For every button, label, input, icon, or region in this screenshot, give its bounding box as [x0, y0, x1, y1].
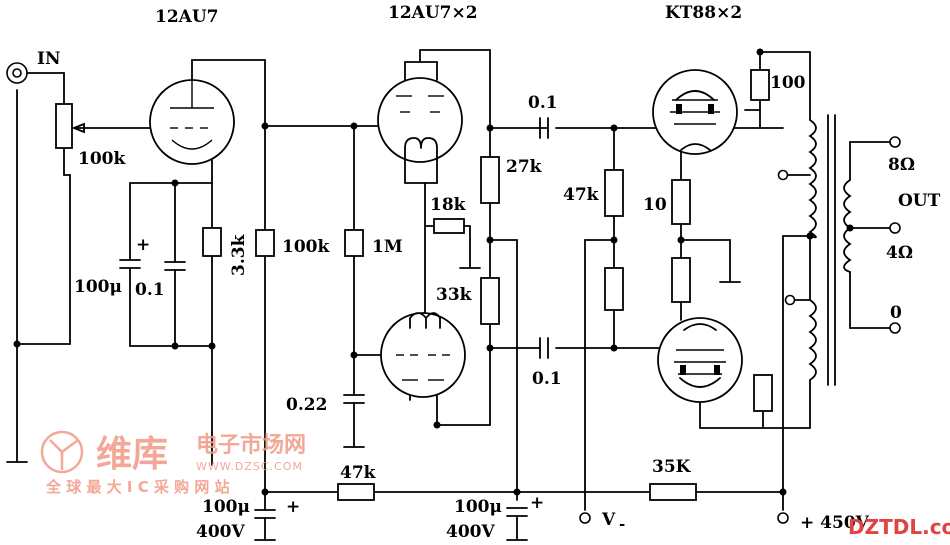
- label-10-top: 10: [643, 195, 667, 215]
- label-0-1-couple-bottom: 0.1: [532, 369, 562, 389]
- capacitors: [119, 117, 549, 541]
- label-400v-mid: 400V: [446, 522, 495, 542]
- label-plus-cathode: +: [136, 235, 150, 255]
- tap-0-label: 0: [890, 303, 902, 323]
- terminal-0: [889, 322, 901, 334]
- resistor-33k: [480, 277, 500, 325]
- driver-tube-lower: [380, 312, 466, 398]
- label-100u-mid: 100μ: [454, 497, 502, 517]
- label-100-top: 100: [770, 73, 806, 93]
- resistor-3-3k: [202, 227, 222, 257]
- tap-4ohm-label: 4Ω: [886, 243, 913, 263]
- terminal-b-plus: [777, 512, 789, 524]
- resistor-100-top: [750, 69, 770, 101]
- watermark-subtitle: 全 球 最 大 I C 采 购 网 站: [45, 478, 230, 496]
- resistor-18k: [433, 218, 465, 234]
- terminal-4ohm: [889, 222, 901, 234]
- terminals: [579, 136, 901, 524]
- label-1m: 1M: [372, 237, 403, 257]
- tube-label-driver: 12AU7×2: [388, 3, 478, 23]
- resistor-47k-supply: [337, 483, 375, 501]
- port-out-label: OUT: [898, 191, 941, 211]
- watermark: 维库 电子市场网 WWW.DZSC.COM 全 球 最 大 I C 采 购 网 …: [40, 430, 306, 496]
- label-33k: 33k: [436, 285, 473, 305]
- input-jack[interactable]: [6, 62, 28, 84]
- resistor-10-top: [671, 179, 691, 225]
- label-b-plus: + 450V: [800, 513, 870, 533]
- label-v-minus-sub: -: [619, 515, 625, 533]
- tube-label-input: 12AU7: [155, 7, 219, 27]
- tap-8ohm-label: 8Ω: [888, 155, 915, 175]
- terminal-v-minus: [579, 512, 591, 524]
- label-0-1-cathode: 0.1: [135, 280, 165, 300]
- junction-dots: [13, 48, 854, 496]
- site-watermark: DZTDL.com: [848, 515, 950, 539]
- label-plus-left: +: [286, 497, 300, 517]
- resistor-10-bottom: [671, 257, 691, 303]
- resistor-47k-bottom: [604, 267, 624, 311]
- watermark-tagline: 电子市场网: [196, 432, 306, 458]
- output-tube-upper: [652, 69, 738, 155]
- tube-label-output: KT88×2: [665, 3, 742, 23]
- label-0-22: 0.22: [286, 395, 327, 415]
- label-plus-mid: +: [530, 493, 544, 513]
- resistor-100-bottom: [753, 374, 773, 412]
- label-100u-cathode: 100μ: [74, 277, 122, 297]
- resistor-27k: [480, 156, 500, 204]
- label-100k-volume: 100k: [78, 149, 126, 169]
- label-0-1-couple-top: 0.1: [528, 93, 558, 113]
- label-v-minus: V: [601, 510, 616, 530]
- resistors: [55, 69, 773, 501]
- output-tube-lower: [657, 317, 743, 403]
- terminal-tap-a: [777, 169, 789, 181]
- volume-pot: [55, 103, 73, 149]
- label-18k: 18k: [430, 195, 467, 215]
- resistor-35k: [649, 483, 697, 501]
- label-400v-left: 400V: [196, 522, 245, 542]
- resistor-47k-top: [604, 169, 624, 217]
- label-100u-left: 100μ: [202, 497, 250, 517]
- label-100k-plate: 100k: [282, 237, 330, 257]
- driver-tube-upper: [377, 77, 463, 163]
- output-transformer: [808, 114, 852, 386]
- resistor-1m: [344, 229, 364, 257]
- label-3-3k: 3.3k: [229, 233, 249, 276]
- input-tube: [149, 79, 235, 165]
- terminal-8ohm: [889, 136, 901, 148]
- label-27k: 27k: [506, 157, 543, 177]
- watermark-logo-icon: [40, 430, 84, 474]
- labels: 12AU7 12AU7×2 KT88×2 IN OUT 8Ω 4Ω 0 100k…: [37, 3, 950, 542]
- watermark-url: WWW.DZSC.COM: [196, 460, 303, 473]
- port-in-label: IN: [37, 49, 61, 69]
- label-35k: 35K: [652, 457, 692, 477]
- watermark-brand: 维库: [96, 434, 168, 475]
- terminal-tap-b: [784, 294, 796, 306]
- label-47k-supply: 47k: [340, 463, 377, 483]
- resistor-100k-plate: [255, 229, 275, 257]
- label-47k-top: 47k: [563, 185, 600, 205]
- wiring: [6, 49, 891, 511]
